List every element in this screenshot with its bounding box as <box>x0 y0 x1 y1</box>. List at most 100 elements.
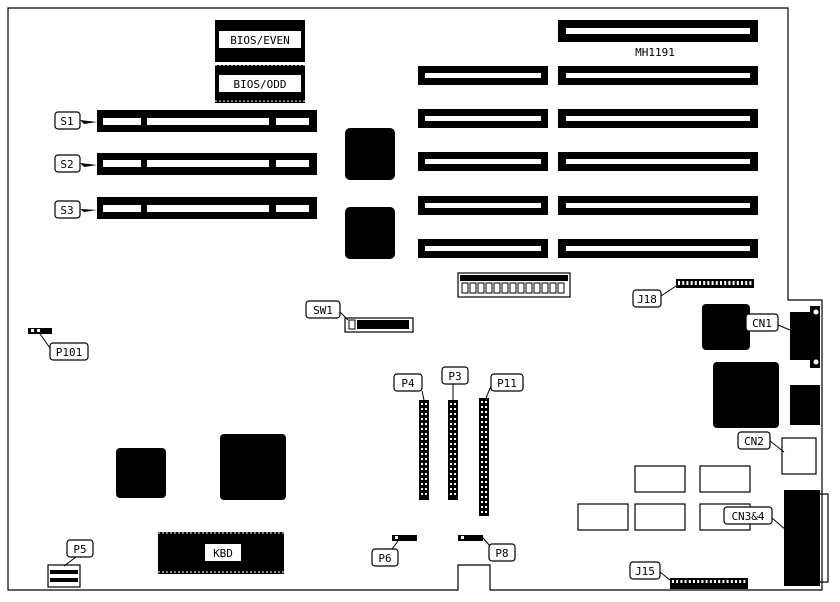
header-pin <box>425 473 427 475</box>
slot-label-s2: S2 <box>54 154 97 173</box>
jumper-cell <box>541 282 549 294</box>
header-pin <box>485 501 487 503</box>
jumper-cell <box>517 282 525 294</box>
j15-pin <box>739 580 742 583</box>
header-pin <box>481 481 483 483</box>
header-p4: P4 <box>393 373 429 500</box>
header-pin <box>421 418 423 420</box>
j18-pin <box>694 281 697 285</box>
header-pin <box>454 493 456 495</box>
j18-pin <box>711 281 714 285</box>
header-pin <box>421 443 423 445</box>
header-pin <box>481 461 483 463</box>
header-pin <box>421 488 423 490</box>
header-pin <box>454 413 456 415</box>
header-pin <box>454 423 456 425</box>
header-pin <box>481 471 483 473</box>
header-pin <box>454 418 456 420</box>
header-pin <box>481 496 483 498</box>
header-pin <box>425 453 427 455</box>
memory-slots: MH1191 <box>418 20 758 258</box>
header-pin <box>485 421 487 423</box>
header-pin <box>454 403 456 405</box>
header-pin <box>454 428 456 430</box>
jumper-p101: P101 <box>28 328 89 361</box>
header-pin <box>481 446 483 448</box>
header-pin <box>481 436 483 438</box>
header-pin <box>485 466 487 468</box>
jumper-cell <box>509 282 517 294</box>
header-pin <box>450 478 452 480</box>
header-pin <box>485 411 487 413</box>
j15-pin <box>672 580 674 583</box>
j18-pin <box>690 281 693 285</box>
header-pin <box>425 433 427 435</box>
svg-text:CN2: CN2 <box>744 435 764 448</box>
header-pin <box>485 496 487 498</box>
jumper-cell <box>557 282 565 294</box>
j15-pin <box>714 580 716 583</box>
j15-pin <box>726 580 729 583</box>
header-pin <box>425 458 427 460</box>
header-pin <box>421 453 423 455</box>
board-outline <box>7 7 823 591</box>
j18-pin <box>724 281 727 285</box>
header-pin <box>481 426 483 428</box>
svg-text:P11: P11 <box>497 377 517 390</box>
connector-cn2: CN2 <box>737 431 817 475</box>
j15-pin <box>676 580 679 583</box>
header-pin <box>481 456 483 458</box>
connector-p5: P5 <box>47 539 94 588</box>
header-pin <box>425 488 427 490</box>
header-pin <box>450 423 452 425</box>
header-pin <box>425 423 427 425</box>
bios-even-chip: BIOS/EVEN <box>215 20 305 62</box>
jumper-cell <box>533 282 541 294</box>
slot-label-s1: S1 <box>54 111 97 130</box>
j15-pin <box>735 580 737 583</box>
jumper-cell <box>549 282 557 294</box>
header-pin <box>421 463 423 465</box>
header-pin <box>450 473 452 475</box>
j18-pin <box>715 281 718 285</box>
header-pin <box>450 488 452 490</box>
header-pin <box>450 428 452 430</box>
svg-text:P3: P3 <box>448 370 461 383</box>
chip-lower <box>345 207 395 259</box>
header-pin <box>421 428 423 430</box>
svg-text:P4: P4 <box>401 377 415 390</box>
dip-switch-sw1: SW1 <box>305 300 414 333</box>
header-pin <box>425 408 427 410</box>
header-pin <box>485 511 487 513</box>
header-pin <box>425 428 427 430</box>
header-pin <box>481 491 483 493</box>
svg-text:SW1: SW1 <box>313 304 333 317</box>
header-pin <box>454 408 456 410</box>
svg-text:S3: S3 <box>60 204 73 217</box>
header-pin <box>481 421 483 423</box>
j15-pin <box>705 580 708 583</box>
header-pin <box>485 481 487 483</box>
bios-even-label: BIOS/EVEN <box>230 34 290 47</box>
header-pin <box>485 506 487 508</box>
header-pin <box>421 483 423 485</box>
header-pin <box>450 413 452 415</box>
j18-pin <box>745 281 748 285</box>
header-pin <box>485 476 487 478</box>
header-pin <box>454 458 456 460</box>
header-pin <box>481 411 483 413</box>
header-pin <box>485 451 487 453</box>
header-pin <box>481 406 483 408</box>
j18-pin <box>732 281 735 285</box>
jumper-cell <box>525 282 533 294</box>
header-pin <box>450 458 452 460</box>
header-pin <box>425 463 427 465</box>
header-p11: P11 <box>479 373 524 516</box>
header-pin <box>481 451 483 453</box>
header-pin <box>450 448 452 450</box>
header-pin <box>425 483 427 485</box>
svg-text:CN3&4: CN3&4 <box>731 510 764 523</box>
j15-pin <box>743 580 746 583</box>
header-pin <box>450 408 452 410</box>
header-pin <box>421 493 423 495</box>
